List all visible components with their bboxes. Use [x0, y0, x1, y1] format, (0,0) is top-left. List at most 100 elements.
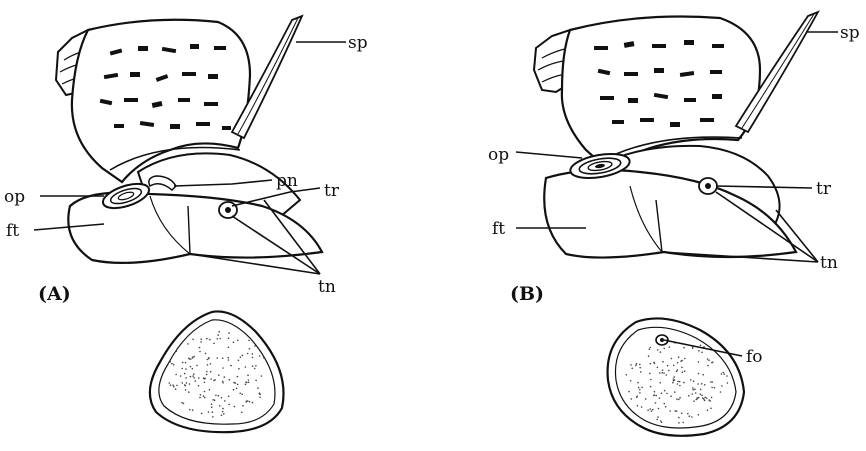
stipple-dot	[658, 408, 660, 410]
stipple-dot	[219, 405, 221, 407]
stipple-dot	[182, 362, 184, 364]
stipple-dot	[692, 387, 694, 389]
stipple-dot	[663, 372, 665, 374]
stipple-dot	[664, 390, 666, 392]
stipple-dot	[626, 374, 628, 376]
stipple-dot	[645, 398, 647, 400]
stipple-dot	[233, 382, 235, 384]
stipple-dot	[220, 338, 222, 340]
stipple-dot	[213, 343, 215, 345]
stipple-dot	[209, 339, 211, 341]
stipple-dot	[173, 386, 175, 388]
stipple-dot	[666, 393, 668, 395]
stipple-dot	[222, 382, 224, 384]
stipple-dot	[211, 403, 213, 405]
stipple-dot	[636, 363, 638, 365]
stipple-dot	[228, 347, 230, 349]
stipple-dot	[241, 393, 243, 395]
stipple-dot	[199, 347, 201, 349]
stipple-dot	[678, 422, 680, 424]
label-a-pn: pn	[276, 171, 298, 191]
stipple-dot	[180, 375, 182, 377]
stipple-dot	[698, 414, 700, 416]
stipple-dot	[222, 358, 224, 360]
sole-a-outline	[150, 311, 284, 432]
stipple-dot	[259, 355, 261, 357]
stipple-dot	[696, 399, 698, 401]
stipple-dot	[673, 376, 675, 378]
stipple-dot	[649, 348, 651, 350]
panel-b-label: (B)	[510, 283, 544, 305]
stipple-dot	[252, 357, 254, 359]
stipple-dot	[185, 368, 187, 370]
stipple-dot	[698, 350, 700, 352]
stipple-dot	[228, 332, 230, 334]
stipple-dot	[660, 351, 662, 353]
stipple-dot	[170, 384, 172, 386]
stipple-dot	[701, 383, 703, 385]
stipple-dot	[203, 395, 205, 397]
stipple-dot	[721, 373, 723, 375]
stipple-dot	[181, 368, 183, 370]
stipple-dot	[669, 410, 671, 412]
stipple-dot	[641, 406, 643, 408]
stipple-dot	[215, 395, 217, 397]
stipple-dot	[263, 357, 265, 359]
stipple-dot	[679, 397, 681, 399]
stipple-dot	[684, 358, 686, 360]
stipple-dot	[641, 387, 643, 389]
stipple-dot	[631, 368, 633, 370]
stipple-dot	[195, 380, 197, 382]
stipple-dot	[217, 338, 219, 340]
stipple-dot	[247, 374, 249, 376]
stipple-dot	[700, 389, 702, 391]
stipple-dot	[682, 371, 684, 373]
stipple-dot	[210, 378, 212, 380]
stipple-dot	[224, 400, 226, 402]
stipple-dot	[237, 340, 239, 342]
stipple-dot	[229, 379, 231, 381]
stipple-dot	[683, 382, 685, 384]
stipple-dot	[726, 375, 728, 377]
panel-b	[534, 12, 818, 436]
stipple-dot	[704, 397, 706, 399]
stipple-dot	[216, 357, 218, 359]
stipple-dot	[211, 406, 213, 408]
stipple-dot	[692, 393, 694, 395]
stipple-dot	[650, 386, 652, 388]
stipple-dot	[639, 364, 641, 366]
stipple-dot	[198, 385, 200, 387]
stipple-dot	[230, 365, 232, 367]
stipple-dot	[233, 389, 235, 391]
stipple-dot	[670, 395, 672, 397]
stipple-dot	[653, 362, 655, 364]
stipple-dot	[637, 405, 639, 407]
stipple-dot	[687, 413, 689, 415]
stipple-dot	[650, 347, 652, 349]
stipple-dot	[252, 402, 254, 404]
stipple-dot	[169, 382, 171, 384]
stipple-dot	[204, 391, 206, 393]
stipple-dot	[688, 395, 690, 397]
stipple-dot	[682, 422, 684, 424]
stipple-dot	[207, 364, 209, 366]
stipple-dot	[192, 375, 194, 377]
stipple-dot	[698, 397, 700, 399]
stipple-dot	[694, 388, 696, 390]
label-a-sp: sp	[348, 33, 368, 53]
stipple-dot	[224, 376, 226, 378]
stipple-dot	[635, 365, 637, 367]
stipple-dot	[241, 412, 243, 414]
stipple-dot	[667, 365, 669, 367]
stipple-dot	[714, 387, 716, 389]
stipple-dot	[228, 396, 230, 398]
panel-a-label: (A)	[38, 283, 71, 305]
stipple-dot	[711, 387, 713, 389]
stipple-dot	[723, 373, 725, 375]
stipple-dot	[228, 337, 230, 339]
stipple-dot	[252, 353, 254, 355]
stipple-dot	[217, 334, 219, 336]
stipple-dot	[222, 381, 224, 383]
stipple-dot	[210, 371, 212, 373]
stipple-dot	[186, 382, 188, 384]
